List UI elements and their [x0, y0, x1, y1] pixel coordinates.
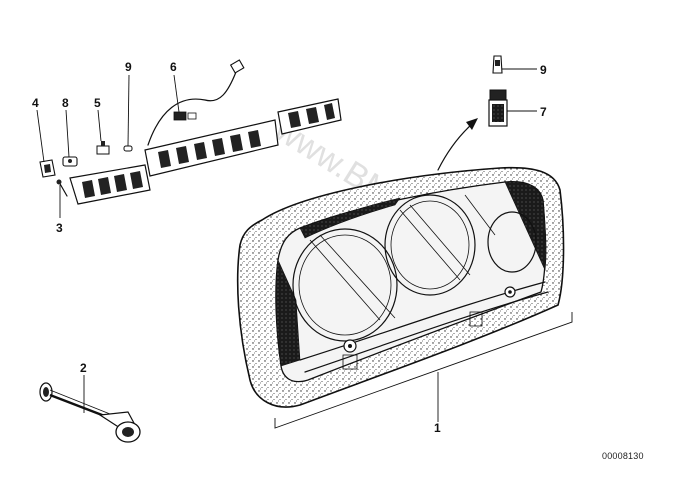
callout-3: 3 [56, 221, 63, 235]
callout-2: 2 [80, 361, 87, 375]
bulb-socket-8 [62, 156, 78, 167]
light-strip-right [277, 98, 342, 135]
callout-9-right: 9 [540, 63, 547, 77]
leader-8 [65, 109, 70, 158]
bulb-9-right [492, 55, 503, 74]
bulb-holder-5 [96, 141, 110, 155]
callout-1: 1 [434, 421, 441, 435]
mounting-clip [39, 159, 56, 178]
screw-3 [56, 179, 68, 197]
leader-6 [173, 74, 180, 113]
arrow-head [466, 118, 478, 130]
housing-bracket-line [274, 312, 573, 429]
bulb-9-left [123, 145, 133, 152]
cable-harness [147, 59, 245, 146]
leader-5 [97, 109, 102, 142]
callout-6: 6 [170, 60, 177, 74]
callout-9-left: 9 [125, 60, 132, 74]
callout-7: 7 [540, 105, 547, 119]
callout-4: 4 [32, 96, 39, 110]
instrument-cluster-housing [236, 166, 565, 408]
callout-8: 8 [62, 96, 69, 110]
light-strip-left [69, 164, 151, 205]
light-strip-center [144, 119, 279, 177]
leader-9-left [127, 74, 130, 147]
bulb-socket-7 [488, 89, 508, 127]
drawing-code: 00008130 [602, 451, 644, 461]
trip-reset-knob [39, 382, 141, 443]
pointer-arrow [437, 123, 473, 171]
leader-4 [36, 109, 45, 163]
callout-5: 5 [94, 96, 101, 110]
